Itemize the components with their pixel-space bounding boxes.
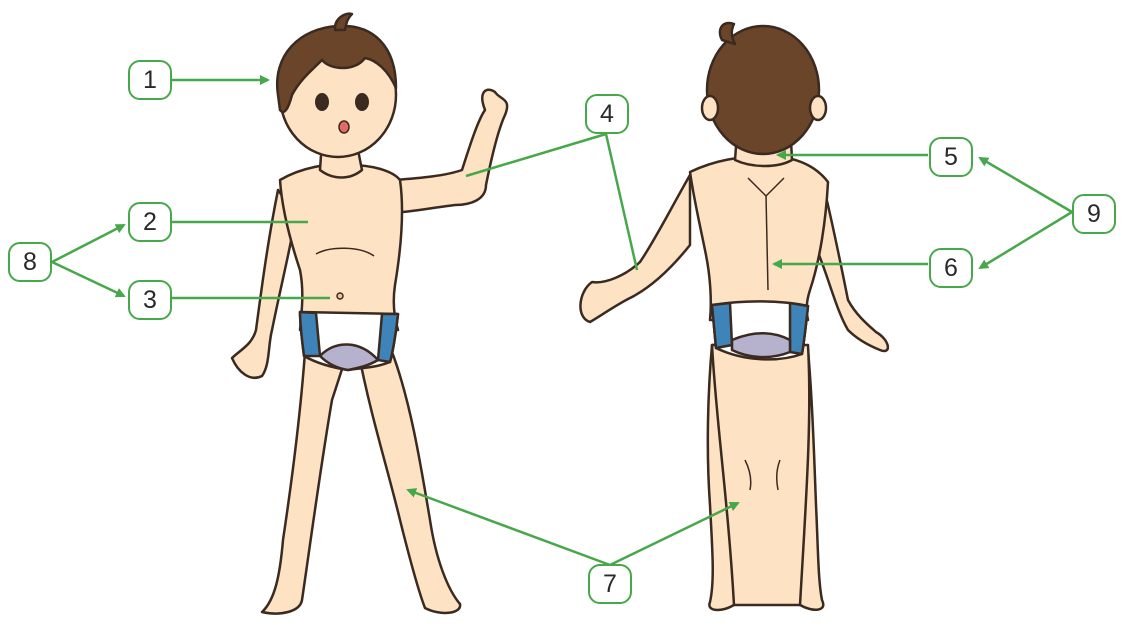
front-right-leg	[360, 352, 460, 613]
front-underwear-left-band	[300, 312, 320, 356]
pointer-arrows	[52, 80, 1072, 565]
back-hair-tuft	[720, 23, 735, 44]
label-6: 6	[929, 248, 973, 288]
label-1: 1	[128, 60, 172, 100]
front-view-figure	[232, 14, 507, 614]
label-7: 7	[588, 564, 632, 604]
back-torso	[690, 156, 828, 320]
arrow-4-back-arm	[606, 134, 637, 270]
label-3: 3	[128, 280, 172, 320]
front-torso	[280, 164, 402, 330]
back-right-ear	[810, 96, 826, 120]
back-underwear-left-band	[712, 303, 732, 348]
back-underwear-gray	[732, 333, 790, 357]
label-4: 4	[585, 94, 629, 134]
front-right-arm	[395, 90, 507, 212]
front-mouth	[339, 121, 349, 133]
arrow-9-up	[980, 158, 1072, 212]
back-left-ear	[702, 96, 718, 120]
front-navel	[337, 293, 343, 299]
arrow-8-up	[52, 225, 124, 262]
back-left-arm	[580, 175, 690, 322]
front-right-eye	[355, 93, 369, 111]
arrow-9-down	[980, 212, 1072, 268]
label-9: 9	[1072, 194, 1116, 234]
label-5: 5	[929, 137, 973, 177]
front-left-eye	[315, 93, 329, 111]
label-2: 2	[128, 202, 172, 242]
arrow-8-down	[52, 262, 124, 296]
front-underwear-right-band	[378, 314, 398, 362]
back-head	[707, 26, 819, 154]
front-left-leg	[262, 352, 345, 614]
label-8: 8	[8, 242, 52, 282]
